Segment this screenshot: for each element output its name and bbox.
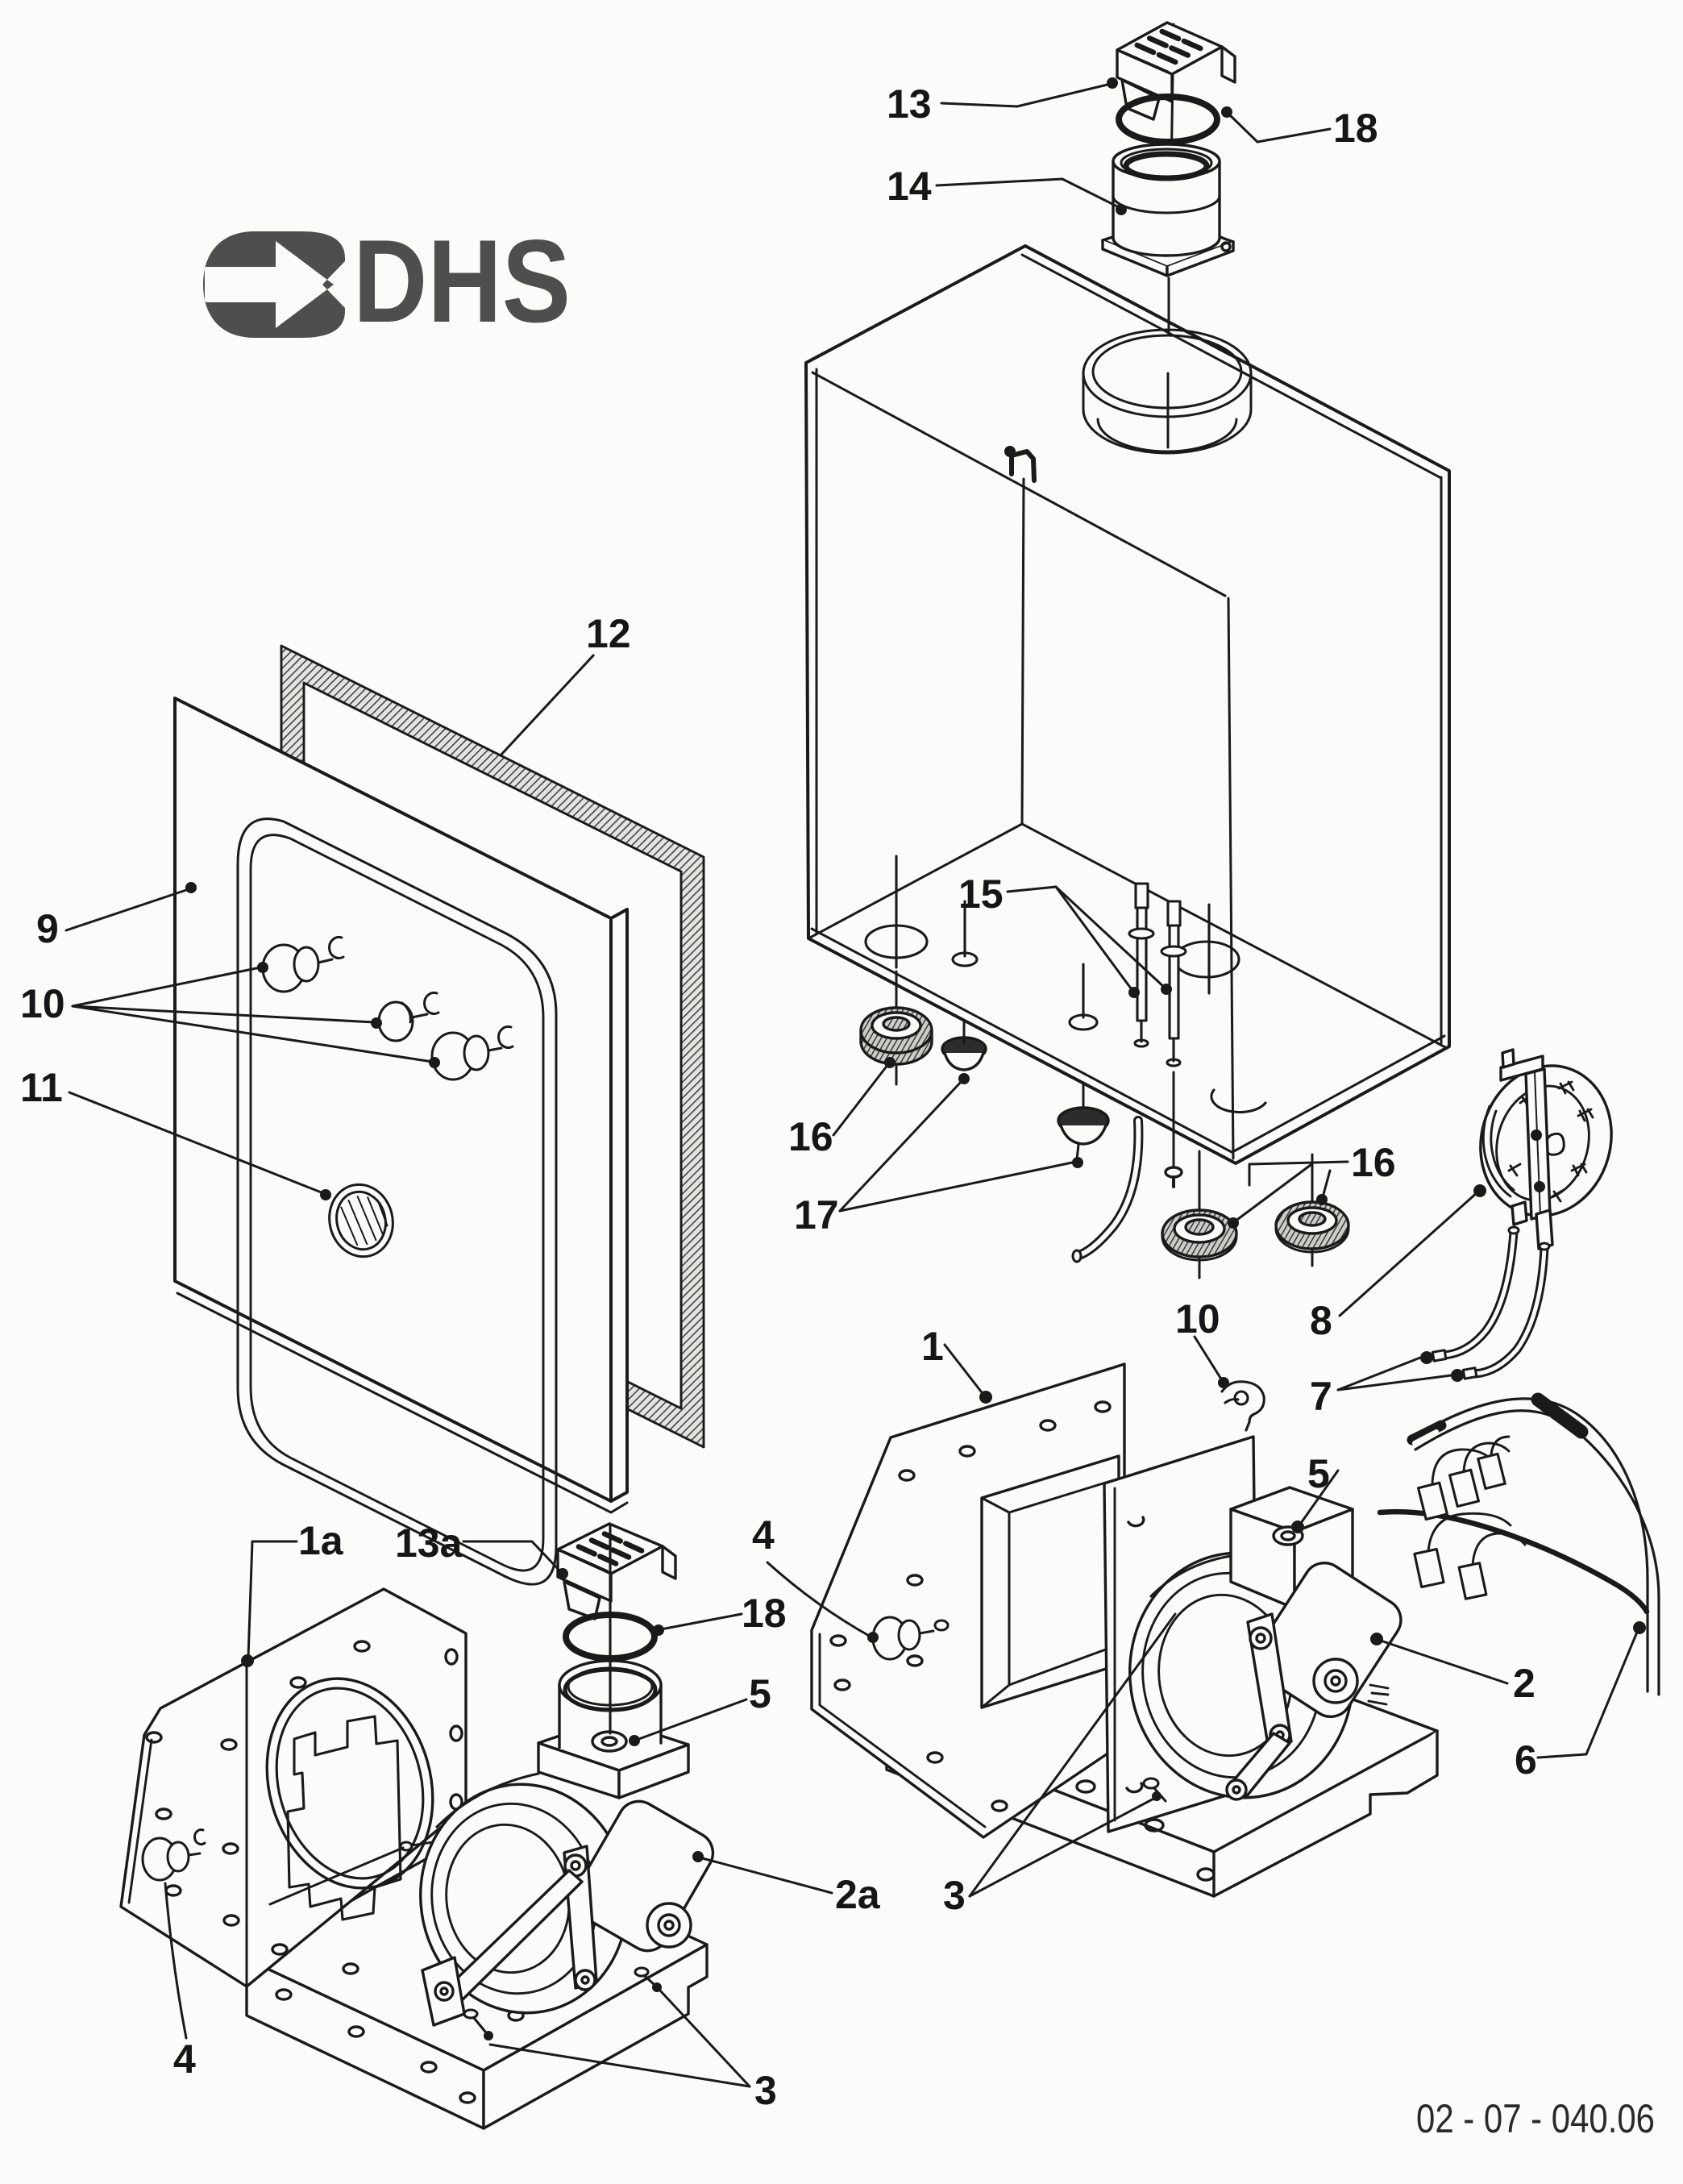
svg-text:18: 18	[742, 1591, 787, 1636]
svg-text:12: 12	[586, 611, 631, 656]
svg-text:4: 4	[752, 1512, 775, 1558]
svg-text:1: 1	[921, 1324, 944, 1369]
svg-text:1a: 1a	[298, 1518, 344, 1563]
svg-text:15: 15	[958, 872, 1004, 917]
svg-text:10: 10	[20, 981, 65, 1026]
svg-text:6: 6	[1515, 1737, 1537, 1783]
svg-text:14: 14	[887, 164, 932, 209]
svg-text:18: 18	[1333, 106, 1378, 151]
svg-text:5: 5	[1307, 1451, 1330, 1496]
svg-text:9: 9	[36, 906, 59, 951]
svg-text:8: 8	[1310, 1298, 1332, 1343]
svg-text:3: 3	[754, 2068, 777, 2113]
svg-text:11: 11	[20, 1065, 63, 1110]
svg-text:10: 10	[1175, 1296, 1220, 1342]
svg-text:4: 4	[173, 2036, 196, 2082]
svg-text:13: 13	[887, 81, 932, 127]
svg-text:17: 17	[794, 1192, 839, 1238]
svg-text:2: 2	[1513, 1661, 1535, 1706]
svg-text:5: 5	[749, 1671, 771, 1716]
svg-text:16: 16	[788, 1114, 833, 1159]
svg-text:16: 16	[1351, 1140, 1396, 1185]
svg-text:2a: 2a	[835, 1872, 881, 1917]
svg-text:DHS: DHS	[353, 215, 571, 347]
svg-text:02 - 07 - 040.06: 02 - 07 - 040.06	[1416, 2096, 1655, 2141]
svg-text:13a: 13a	[395, 1520, 463, 1566]
svg-text:7: 7	[1310, 1374, 1332, 1419]
svg-text:3: 3	[943, 1873, 966, 1918]
